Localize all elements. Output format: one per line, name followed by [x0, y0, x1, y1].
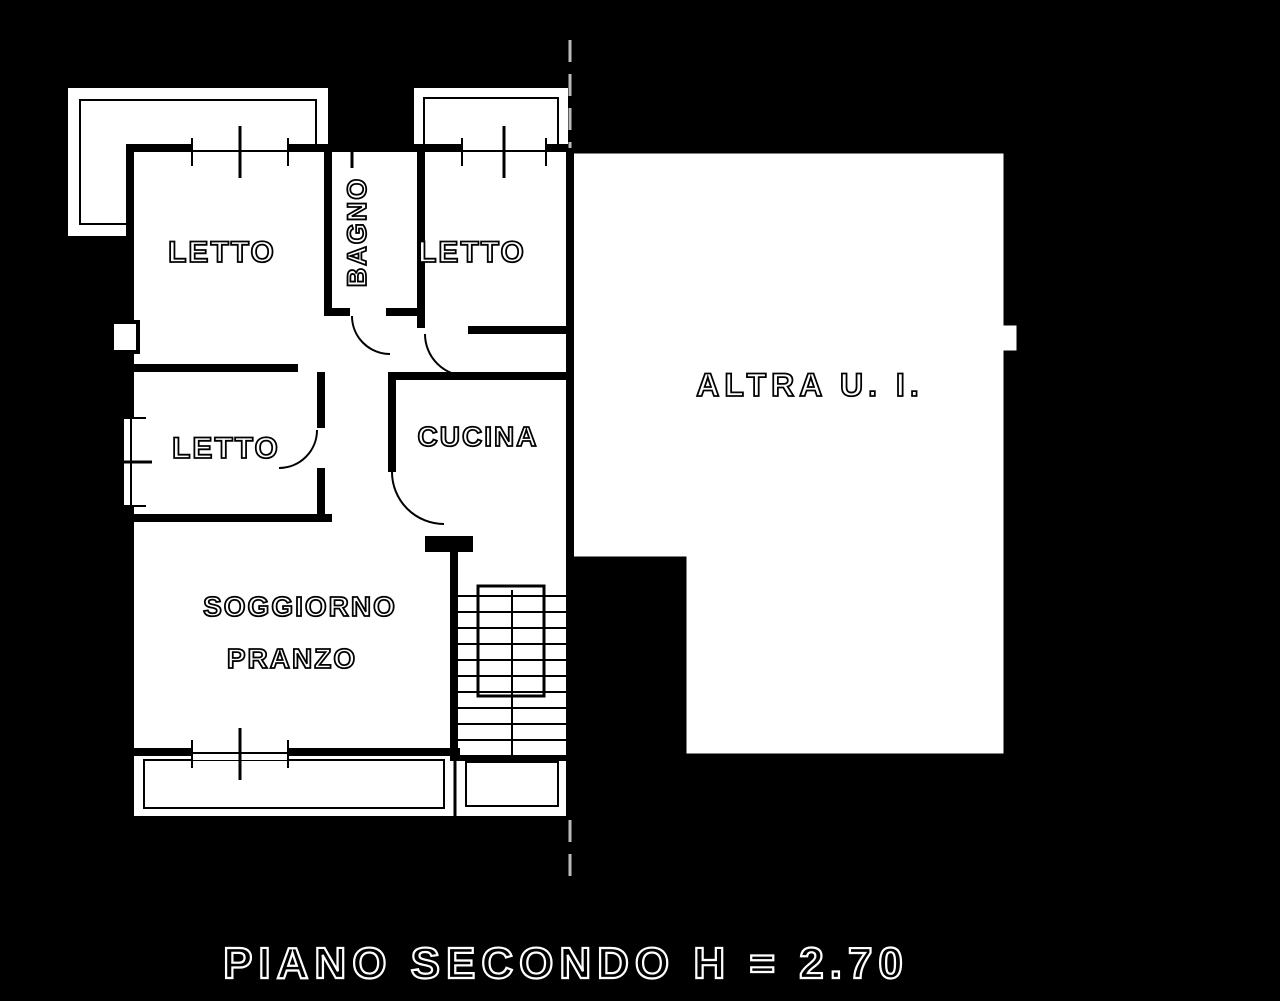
- room-label-soggiorno: SOGGIORNO: [203, 591, 397, 622]
- room-label-cucina: CUCINA: [418, 421, 539, 452]
- window-top-right: [461, 126, 547, 178]
- window-symbols: [112, 126, 547, 780]
- window-left-wall: [112, 417, 152, 507]
- plan-caption: PIANO SECONDO H = 2.70: [223, 939, 909, 988]
- room-label-pranzo: PRANZO: [227, 643, 357, 674]
- staircase: [457, 584, 566, 757]
- room-label-letto-top-left: LETTO: [168, 236, 276, 269]
- balcony-bottom: [143, 755, 559, 818]
- window-top-left: [191, 126, 289, 178]
- wall-pillar: [110, 320, 140, 354]
- room-label-altra-ui: ALTRA U. I.: [696, 367, 923, 403]
- room-label-letto-top-right: LETTO: [418, 236, 526, 269]
- altra-ui-unit: [568, 150, 1020, 757]
- door-arcs: [278, 315, 468, 525]
- interior-walls: [130, 148, 570, 755]
- room-label-bagno: BAGNO: [342, 177, 372, 288]
- window-bottom-wall: [191, 728, 289, 780]
- room-label-letto-mid-left: LETTO: [172, 432, 280, 465]
